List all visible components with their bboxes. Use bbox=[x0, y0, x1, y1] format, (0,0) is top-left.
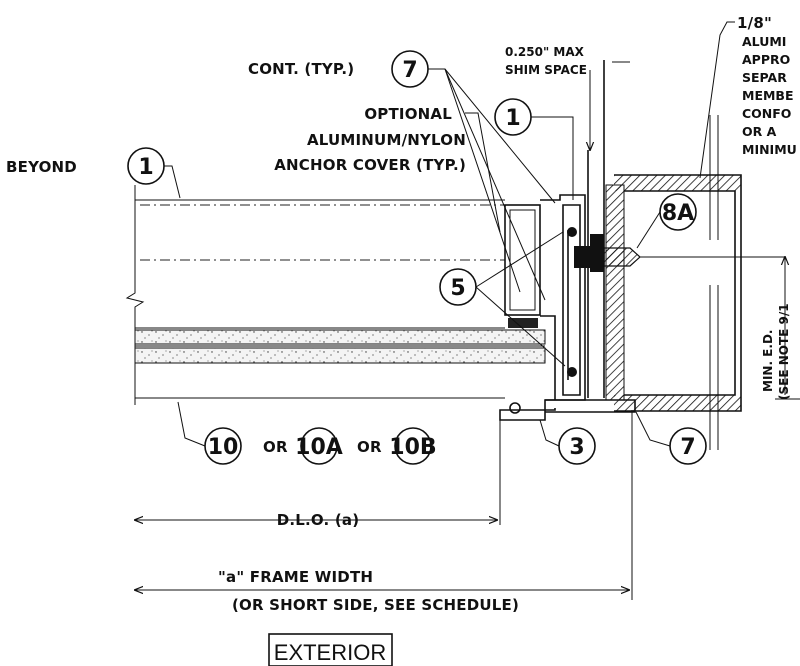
note-line: SEPAR bbox=[742, 70, 787, 85]
bubble-label: 10 bbox=[208, 435, 239, 460]
note-line: ALUMI bbox=[742, 34, 786, 49]
note-line: OR A bbox=[742, 124, 777, 139]
callout-bubble-5: 5 bbox=[439, 268, 477, 306]
callout-bubble-1-mid: 1 bbox=[494, 98, 532, 136]
callout-bubble-1-left: 1 bbox=[127, 147, 165, 185]
note-line: APPRO bbox=[742, 52, 790, 67]
note-line: MEMBE bbox=[742, 88, 793, 103]
general-note-block: 1/8" ALUMI APPRO SEPAR MEMBE CONFO OR A … bbox=[737, 14, 797, 157]
label-dlo: D.L.O. (a) bbox=[277, 511, 360, 529]
label-shim-line-2: SHIM SPACE bbox=[505, 63, 587, 77]
note-line: MINIMU bbox=[742, 142, 797, 157]
bubble-label: 1 bbox=[138, 155, 153, 180]
label-min-ed-1: MIN. E.D. bbox=[761, 330, 775, 392]
bubble-label: 10B bbox=[389, 435, 436, 460]
callout-bubble-10a: 10A bbox=[295, 427, 343, 465]
break-line bbox=[125, 185, 145, 405]
note-line: CONFO bbox=[742, 106, 791, 121]
label-cont-typ: CONT. (TYP.) bbox=[248, 60, 354, 78]
aluminum-tube-substrate bbox=[605, 115, 742, 450]
label-frame-width-2: (OR SHORT SIDE, SEE SCHEDULE) bbox=[232, 596, 519, 614]
leader-lines bbox=[164, 21, 735, 447]
label-optional-2: ALUMINUM/NYLON bbox=[307, 131, 466, 149]
callout-bubble-8a: 8A bbox=[659, 193, 697, 231]
bubble-label: 1 bbox=[505, 106, 520, 131]
label-beyond: BEYOND bbox=[6, 158, 77, 176]
bubble-label: 7 bbox=[680, 435, 695, 460]
callout-bubble-10: 10 bbox=[204, 427, 242, 465]
anchor-screw bbox=[574, 246, 785, 268]
callout-bubble-7-top: 7 bbox=[391, 50, 429, 88]
bubble-label: 7 bbox=[402, 58, 417, 83]
exterior-label-box: EXTERIOR bbox=[268, 633, 393, 666]
label-optional-1: OPTIONAL bbox=[364, 105, 452, 123]
laminated-glass-lite bbox=[134, 329, 546, 399]
label-or-2: OR bbox=[357, 438, 382, 456]
label-optional-3: ANCHOR COVER (TYP.) bbox=[274, 156, 466, 174]
bubble-label: 3 bbox=[569, 435, 584, 460]
callout-bubble-7-bottom: 7 bbox=[669, 427, 707, 465]
dimension-lines bbox=[135, 70, 800, 600]
bubble-label: 5 bbox=[450, 276, 465, 301]
glass-lite-upper bbox=[135, 199, 505, 329]
label-or-1: OR bbox=[263, 438, 288, 456]
label-frame-width-1: "a" FRAME WIDTH bbox=[218, 568, 373, 586]
callout-bubble-3: 3 bbox=[558, 427, 596, 465]
label-shim-line-1: 0.250" MAX bbox=[505, 45, 585, 59]
bubble-label: 8A bbox=[662, 201, 694, 226]
bubble-label: 10A bbox=[295, 435, 343, 460]
note-line: 1/8" bbox=[737, 14, 772, 32]
shim-space bbox=[587, 60, 630, 398]
callout-bubble-10b: 10B bbox=[389, 427, 437, 465]
label-min-ed-2: (SEE NOTE 9/1 bbox=[777, 303, 791, 400]
label-exterior: EXTERIOR bbox=[274, 640, 386, 665]
